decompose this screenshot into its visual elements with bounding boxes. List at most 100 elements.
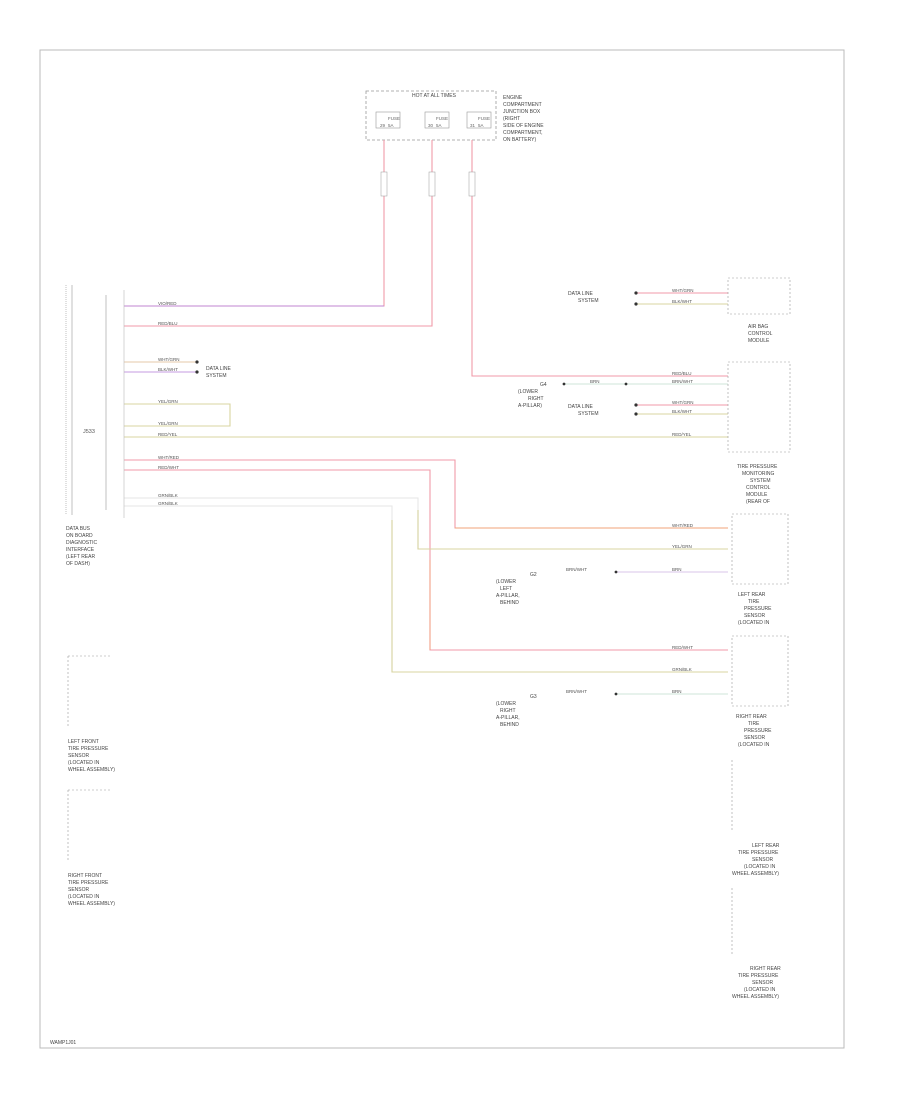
svg-text:SENSOR: SENSOR <box>752 980 774 986</box>
fuse-3: FUSE 31 5A <box>466 111 492 129</box>
svg-text:SENSOR: SENSOR <box>744 735 766 741</box>
svg-text:GRN/BLK: GRN/BLK <box>158 493 178 498</box>
svg-text:A-PILLAR): A-PILLAR) <box>518 403 542 409</box>
svg-text:SENSOR: SENSOR <box>752 857 774 863</box>
svg-text:JUNCTION BOX: JUNCTION BOX <box>503 109 541 115</box>
svg-text:(LOCATED IN: (LOCATED IN <box>68 894 100 900</box>
svg-text:RED/BLU: RED/BLU <box>158 321 178 326</box>
svg-text:BRN/WHT: BRN/WHT <box>566 689 587 694</box>
lr-tire-pressure-sensor: LEFT REAR TIRE PRESSURE SENSOR (LOCATED … <box>731 760 780 877</box>
tpms-control-module: RED/BLU BRN/WHT WHT/GRN BLK/WHT RED/YEL … <box>518 361 791 505</box>
svg-text:(RIGHT: (RIGHT <box>503 116 520 122</box>
module-code: J533 <box>83 429 95 435</box>
svg-text:COMPARTMENT,: COMPARTMENT, <box>503 130 543 136</box>
svg-text:(LOCATED IN: (LOCATED IN <box>744 987 776 993</box>
wire-vio-red <box>124 140 385 307</box>
svg-text:PRESSURE: PRESSURE <box>744 728 772 734</box>
svg-text:LEFT REAR: LEFT REAR <box>738 592 766 598</box>
svg-text:RED/WHT: RED/WHT <box>158 465 179 470</box>
svg-text:(LOWER: (LOWER <box>496 701 516 707</box>
svg-text:5A: 5A <box>436 123 442 128</box>
svg-text:(LOWER: (LOWER <box>496 579 516 585</box>
wire-red-sensor-rr <box>124 469 728 651</box>
svg-text:5A: 5A <box>478 123 484 128</box>
fuse-2: FUSE 30 5A <box>424 111 450 129</box>
svg-text:GRN/BLK: GRN/BLK <box>158 501 178 506</box>
lf-tire-pressure-sensor: LEFT FRONT TIRE PRESSURE SENSOR (LOCATED… <box>67 655 115 773</box>
air-bag-module: DATA LINE SYSTEM WHT/GRN BLK/WHT AIR BAG… <box>568 277 791 344</box>
rr-tire-pressure-sensor: RIGHT REAR TIRE PRESSURE SENSOR (LOCATED… <box>731 888 781 1000</box>
svg-text:(LEFT REAR: (LEFT REAR <box>66 554 95 560</box>
svg-text:A-PILLAR,: A-PILLAR, <box>496 715 520 721</box>
svg-text:MODULE: MODULE <box>748 338 770 344</box>
svg-text:BLK/WHT: BLK/WHT <box>672 409 692 414</box>
svg-text:(REAR OF: (REAR OF <box>746 499 770 505</box>
svg-text:BRN: BRN <box>590 379 600 384</box>
tpms-sensor-lr-label: LEFT REAR TIRE PRESSURE SENSOR (LOCATED … <box>738 592 772 626</box>
svg-text:TIRE PRESSURE: TIRE PRESSURE <box>738 850 779 856</box>
svg-text:ENGINE: ENGINE <box>503 95 523 101</box>
svg-text:COMPARTMENT: COMPARTMENT <box>503 102 542 108</box>
rf-tire-pressure-sensor: RIGHT FRONT TIRE PRESSURE SENSOR (LOCATE… <box>67 789 115 907</box>
svg-text:LEFT: LEFT <box>500 586 512 592</box>
svg-text:WHEEL ASSEMBLY): WHEEL ASSEMBLY) <box>732 994 779 1000</box>
svg-text:WHT/GRN: WHT/GRN <box>672 400 694 405</box>
svg-text:SYSTEM: SYSTEM <box>578 411 599 417</box>
svg-text:TIRE PRESSURE: TIRE PRESSURE <box>738 973 779 979</box>
svg-text:AIR BAG: AIR BAG <box>748 324 768 330</box>
svg-text:(LOWER: (LOWER <box>518 389 538 395</box>
fuse-box: HOT AT ALL TIMES FUSE 29 5A FUSE 30 5A F… <box>365 90 544 143</box>
svg-text:29: 29 <box>380 123 386 128</box>
svg-text:MONITORING: MONITORING <box>742 471 775 477</box>
svg-text:TIRE PRESSURE: TIRE PRESSURE <box>737 464 778 470</box>
svg-text:OF DASH): OF DASH) <box>66 561 90 567</box>
svg-text:CONTROL: CONTROL <box>748 331 773 337</box>
wire-yel-loop <box>124 403 231 427</box>
svg-text:A-PILLAR,: A-PILLAR, <box>496 593 520 599</box>
svg-text:FUSE: FUSE <box>478 116 490 121</box>
wire-red-tpms <box>471 140 728 377</box>
svg-text:BRN: BRN <box>672 567 682 572</box>
svg-text:(LOCATED IN: (LOCATED IN <box>68 760 100 766</box>
svg-text:(LOCATED IN: (LOCATED IN <box>738 620 770 626</box>
svg-text:WHEEL ASSEMBLY): WHEEL ASSEMBLY) <box>68 901 115 907</box>
svg-text:5A: 5A <box>388 123 394 128</box>
tpms-ground-ref: G4 (LOWER RIGHT A-PILLAR) <box>518 382 547 409</box>
svg-text:YEL/GRN: YEL/GRN <box>158 399 178 404</box>
svg-text:BRN: BRN <box>672 689 682 694</box>
svg-text:ON BATTERY): ON BATTERY) <box>503 137 536 143</box>
svg-text:YEL/GRN: YEL/GRN <box>158 421 178 426</box>
svg-text:G3: G3 <box>530 694 537 700</box>
fuse-box-description: ENGINE COMPARTMENT JUNCTION BOX (RIGHT S… <box>503 95 544 143</box>
svg-text:SYSTEM: SYSTEM <box>206 373 227 379</box>
svg-text:RIGHT: RIGHT <box>528 396 544 402</box>
svg-text:BLK/WHT: BLK/WHT <box>672 299 692 304</box>
svg-text:PRESSURE: PRESSURE <box>744 606 772 612</box>
wires <box>124 140 728 695</box>
fuse-box-header: HOT AT ALL TIMES <box>412 93 457 99</box>
svg-text:(LOCATED IN: (LOCATED IN <box>738 742 770 748</box>
tpms-module-label: TIRE PRESSURE MONITORING SYSTEM CONTROL … <box>737 464 778 505</box>
tpms-sensor-lr: WHT/RED YEL/GRN BRN BRN/WHT G2 (LOWER LE… <box>496 513 789 626</box>
svg-text:SYSTEM: SYSTEM <box>750 478 771 484</box>
svg-text:SENSOR: SENSOR <box>68 887 90 893</box>
svg-text:DATA LINE: DATA LINE <box>568 404 593 410</box>
fuse-wire-labels <box>380 171 476 197</box>
diagram-frame <box>39 49 845 1049</box>
svg-text:RIGHT: RIGHT <box>500 708 516 714</box>
svg-text:RIGHT REAR: RIGHT REAR <box>736 714 767 720</box>
svg-text:BLK/WHT: BLK/WHT <box>158 367 178 372</box>
svg-text:VIO/RED: VIO/RED <box>158 301 177 306</box>
svg-text:SENSOR: SENSOR <box>68 753 90 759</box>
svg-text:DATA LINE: DATA LINE <box>206 366 231 372</box>
svg-text:DIAGNOSTIC: DIAGNOSTIC <box>66 540 98 546</box>
svg-text:SIDE OF ENGINE: SIDE OF ENGINE <box>503 123 544 129</box>
svg-text:WHT/RED: WHT/RED <box>158 455 180 460</box>
tpms-sensor-rr-label: RIGHT REAR TIRE PRESSURE SENSOR (LOCATED… <box>736 714 772 748</box>
tpms-sensor-rr: RED/WHT GRN/BLK BRN BRN/WHT G3 (LOWER RI… <box>496 635 789 748</box>
svg-text:BRN/WHT: BRN/WHT <box>672 379 693 384</box>
svg-text:WHT/RED: WHT/RED <box>672 523 694 528</box>
svg-text:RED/YEL: RED/YEL <box>672 432 692 437</box>
svg-text:31: 31 <box>470 123 476 128</box>
